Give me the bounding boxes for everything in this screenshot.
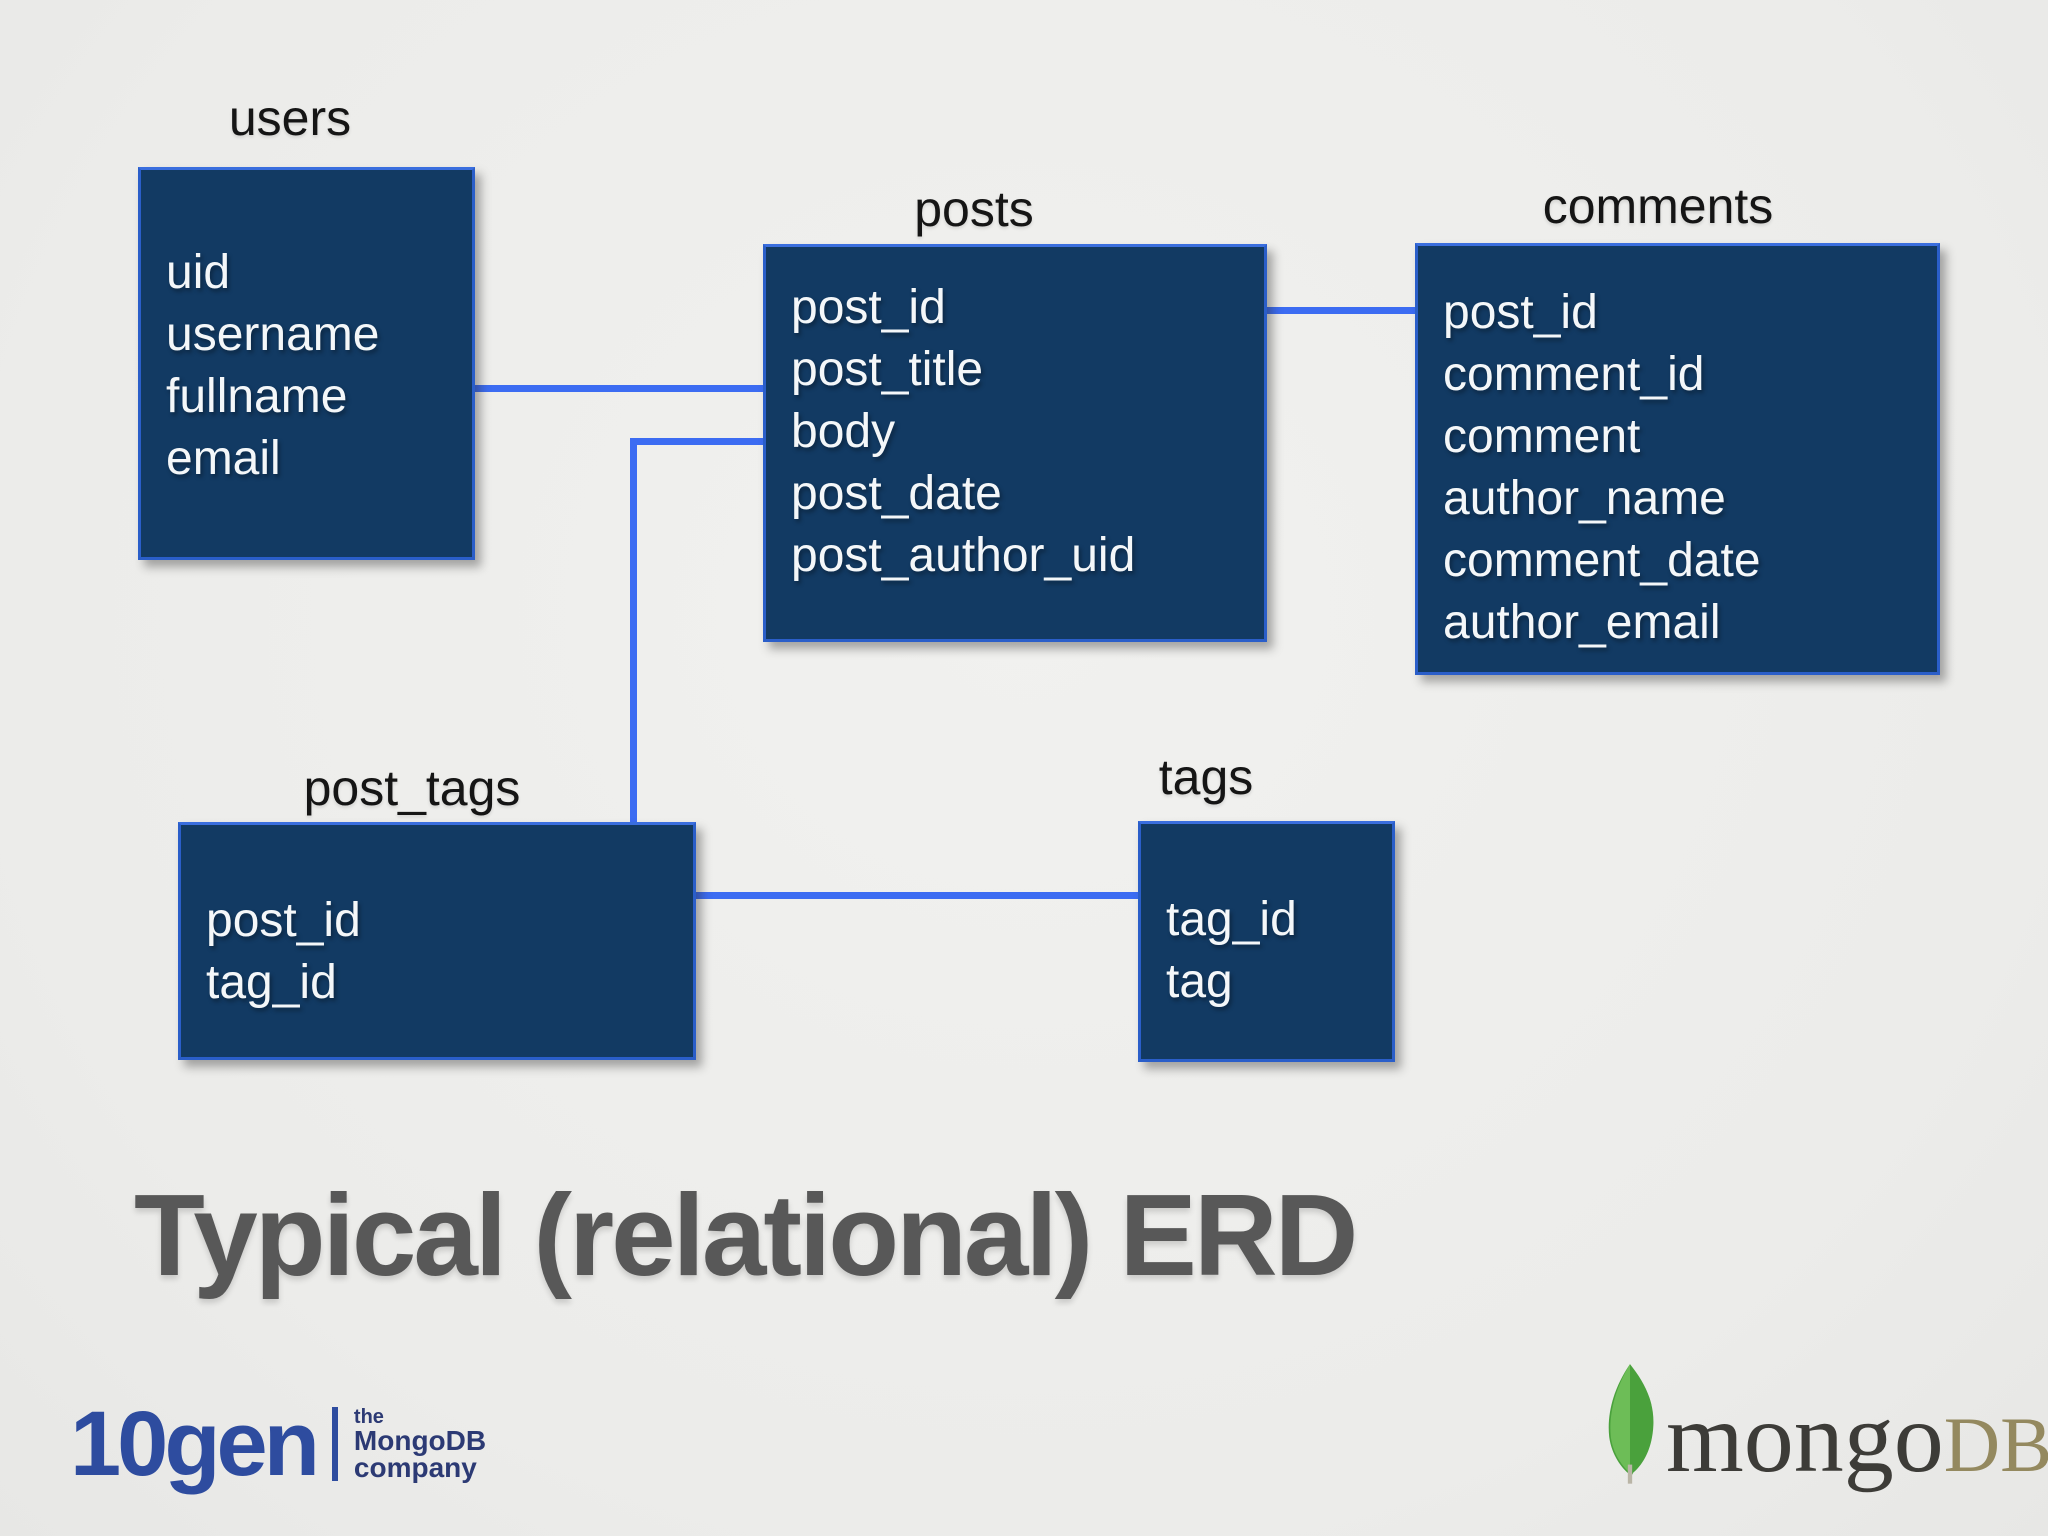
entity-field: comment_date <box>1443 534 1761 587</box>
entity-label-comments: comments <box>1542 178 1774 234</box>
tengen-tagline-line3: company <box>353 1452 477 1483</box>
mongodb-logo-text-db: DB <box>1943 1401 2048 1488</box>
entity-field: author_email <box>1443 596 1721 649</box>
entity-field: post_title <box>791 343 984 396</box>
tengen-logo: 10gen the MongoDB company <box>70 1398 486 1490</box>
entity-box-post-tags: post_id tag_id <box>178 822 696 1060</box>
entity-field: comment <box>1443 410 1641 463</box>
entity-field: post_author_uid <box>791 529 1136 582</box>
slide-title: Typical (relational) ERD <box>134 1170 1358 1300</box>
tengen-logo-wordmark: 10gen <box>70 1393 320 1495</box>
connector-posts-posttags-vertical <box>630 438 637 822</box>
entity-field: post_id <box>791 281 946 334</box>
entity-field: tag_id <box>206 956 337 1009</box>
entity-field: tag <box>1166 955 1233 1008</box>
tengen-tagline-line1: the <box>353 1406 384 1428</box>
tengen-logo-divider <box>331 1407 338 1481</box>
entity-label-tags: tags <box>1158 749 1254 805</box>
entity-label-posts: posts <box>914 181 1034 237</box>
entity-field: uid <box>166 246 231 299</box>
entity-field: body <box>791 405 896 458</box>
connector-users-posts <box>475 385 763 392</box>
entity-field: fullname <box>166 370 348 423</box>
entity-field: post_id <box>206 894 361 947</box>
tengen-logo-tagline: the MongoDB company <box>353 1406 487 1483</box>
mongodb-logo-wordmark: mongoDB <box>1666 1388 2048 1488</box>
entity-field: post_date <box>791 467 1002 520</box>
entity-field: post_id <box>1443 286 1598 339</box>
entity-label-post-tags: post_tags <box>303 760 521 816</box>
entity-field: username <box>166 308 380 361</box>
entity-label-users: users <box>228 90 352 146</box>
entity-field: email <box>166 432 281 485</box>
mongodb-leaf-icon <box>1608 1364 1654 1484</box>
entity-field: comment_id <box>1443 348 1705 401</box>
mongodb-logo-text-mongo: mongo <box>1666 1382 1944 1493</box>
connector-posts-posttags-horizontal <box>632 438 763 445</box>
entity-field: author_name <box>1443 472 1726 525</box>
tengen-tagline-line2: MongoDB <box>353 1425 487 1456</box>
connector-posts-comments <box>1267 307 1415 314</box>
mongodb-logo: mongoDB <box>1604 1362 2048 1488</box>
connector-posttags-tags <box>696 892 1138 899</box>
entity-field: tag_id <box>1166 893 1297 946</box>
entity-box-users: uid username fullname email <box>138 167 475 560</box>
